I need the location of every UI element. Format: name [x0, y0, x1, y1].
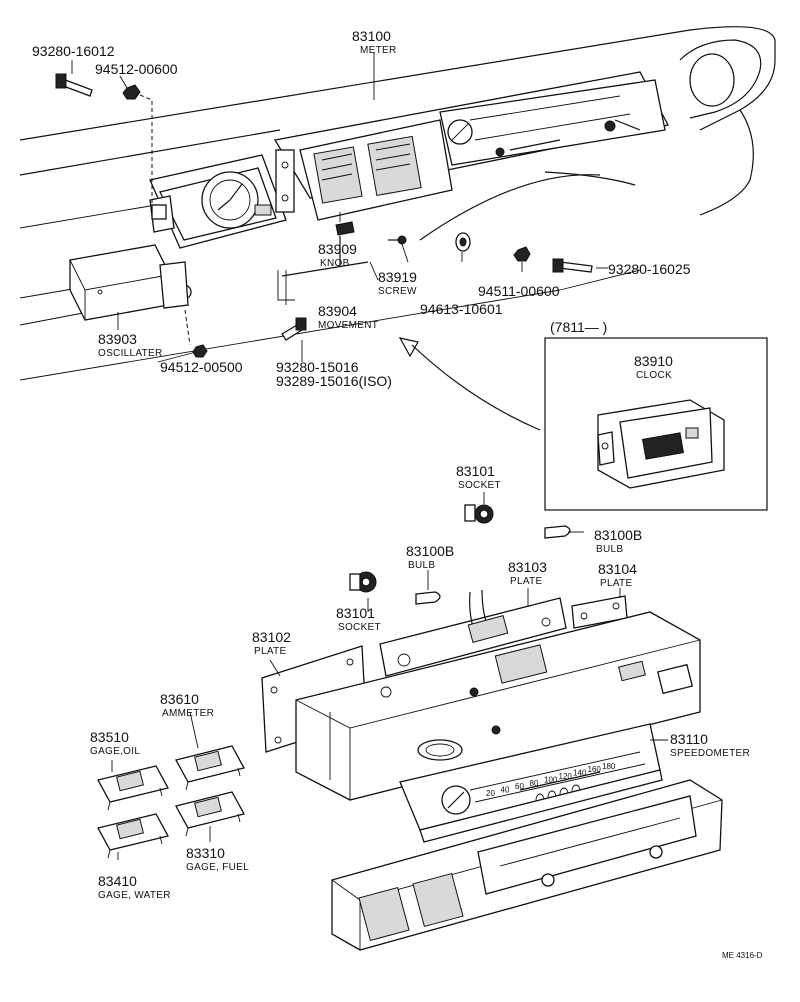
- footer-code: ME 4316-D: [722, 951, 763, 960]
- callout-bulb-right-name: BULB: [596, 544, 623, 555]
- callout-gage-fuel-name: GAGE, FUEL: [186, 862, 249, 873]
- callout-washer-number: 94613-10601: [420, 301, 503, 317]
- ammeter-part: [175, 745, 245, 791]
- callout-plate-center-number: 83103: [508, 559, 547, 575]
- fastener-bolt-right: [552, 258, 593, 273]
- callout-nut-right-number: 94511-00600: [478, 283, 560, 299]
- callout-speedometer-number: 83110: [670, 731, 708, 747]
- callout-plate-center-name: PLATE: [510, 576, 542, 587]
- fastener-nut-bottom: [184, 309, 208, 358]
- callout-clock-name: CLOCK: [636, 370, 672, 381]
- fastener-washer: [455, 232, 471, 252]
- replacement-arrowhead: [398, 337, 419, 358]
- fastener-bolt-lower: [281, 317, 307, 341]
- callout-screw-name: SCREW: [378, 286, 417, 297]
- callout-plate-right-number: 83104: [598, 561, 637, 577]
- fastener-knob: [335, 221, 355, 236]
- callout-knob-number: 83909: [318, 241, 357, 257]
- callout-ammeter-name: AMMETER: [162, 708, 214, 719]
- speedometer-scale-number: 180: [602, 762, 616, 771]
- callout-gage-oil-name: GAGE,OIL: [90, 746, 140, 757]
- meter-cluster: [273, 71, 669, 221]
- callout-meter-name: METER: [360, 45, 397, 56]
- callout-meter: 83100 METER: [352, 28, 397, 56]
- gage-oil-part: [97, 765, 169, 811]
- bulb-right-part: [544, 525, 571, 539]
- speedometer-scale-number: 100: [544, 775, 558, 784]
- callout-bolt-lower-number: 93280-15016: [276, 359, 359, 375]
- speedometer-scale-number: 80: [530, 779, 539, 788]
- fastener-nut-left: [122, 84, 167, 220]
- dashboard-outline: [19, 26, 776, 381]
- callout-nut-left-number: 94512-00600: [95, 61, 178, 77]
- cluster-housing: [295, 611, 701, 801]
- speedometer-part: [399, 723, 663, 843]
- speedometer-scale-number: 120: [559, 772, 573, 781]
- replacement-arrow: [411, 344, 541, 431]
- clock-unit: [149, 149, 295, 249]
- callout-speedometer-name: SPEEDOMETER: [670, 748, 750, 759]
- socket-top-part: [464, 504, 494, 524]
- clock-inset: [544, 337, 768, 511]
- callout-bulb-left-name: BULB: [408, 560, 435, 571]
- speedometer-scale-number: 20: [486, 789, 495, 798]
- fastener-bolt-left: [55, 73, 93, 97]
- oscillater-part: [69, 244, 192, 321]
- movement-lines: [277, 236, 369, 305]
- gage-water-part: [97, 813, 169, 859]
- callout-gage-water-number: 83410: [98, 873, 137, 889]
- callout-socket-top-name: SOCKET: [458, 480, 501, 491]
- bulb-left-part: [415, 591, 441, 605]
- socket-left-part: [349, 571, 377, 593]
- callout-gage-fuel-number: 83310: [186, 845, 225, 861]
- callout-clock-number: 83910: [634, 353, 673, 369]
- callout-oscillater-name: OSCILLATER: [98, 348, 163, 359]
- fastener-nut-right: [513, 246, 531, 262]
- plate-center-part: [379, 589, 567, 677]
- callout-meter-number: 83100: [352, 28, 391, 44]
- speedometer-scale-number: 160: [588, 765, 602, 774]
- callout-clock-range: (7811— ): [550, 319, 607, 335]
- fastener-screw: [388, 235, 407, 245]
- callout-screw-number: 83919: [378, 269, 417, 285]
- callout-movement-number: 83904: [318, 303, 357, 319]
- callout-bolt-lower-alt: 93289-15016(ISO): [276, 373, 392, 389]
- callout-bulb-right-number: 83100B: [594, 527, 642, 543]
- callout-bolt-right-number: 93280-16025: [608, 261, 691, 277]
- callout-knob-name: KNOB: [320, 258, 350, 269]
- callout-gage-oil-number: 83510: [90, 729, 129, 745]
- callout-gage-water-name: GAGE, WATER: [98, 890, 171, 901]
- callout-plate-left-number: 83102: [252, 629, 291, 645]
- callout-bolt-left-number: 93280-16012: [32, 43, 115, 59]
- callout-socket-left-name: SOCKET: [338, 622, 381, 633]
- speedometer-scale-number: 140: [573, 769, 587, 778]
- callout-movement-name: MOVEMENT: [318, 320, 378, 331]
- front-face-part: [331, 779, 723, 951]
- callout-oscillater-number: 83903: [98, 331, 137, 347]
- callout-plate-right-name: PLATE: [600, 578, 632, 589]
- callout-ammeter-number: 83610: [160, 691, 199, 707]
- callout-nut-bottom-number: 94512-00500: [160, 359, 243, 375]
- callout-plate-left-name: PLATE: [254, 646, 286, 657]
- callout-bulb-left-number: 83100B: [406, 543, 454, 559]
- callout-socket-left-number: 83101: [336, 605, 375, 621]
- speedometer-scale-number: 60: [515, 782, 524, 791]
- speedometer-scale-number: 40: [501, 786, 510, 795]
- leader-lines: [71, 52, 668, 860]
- callout-socket-top-number: 83101: [456, 463, 495, 479]
- gage-fuel-part: [175, 791, 245, 837]
